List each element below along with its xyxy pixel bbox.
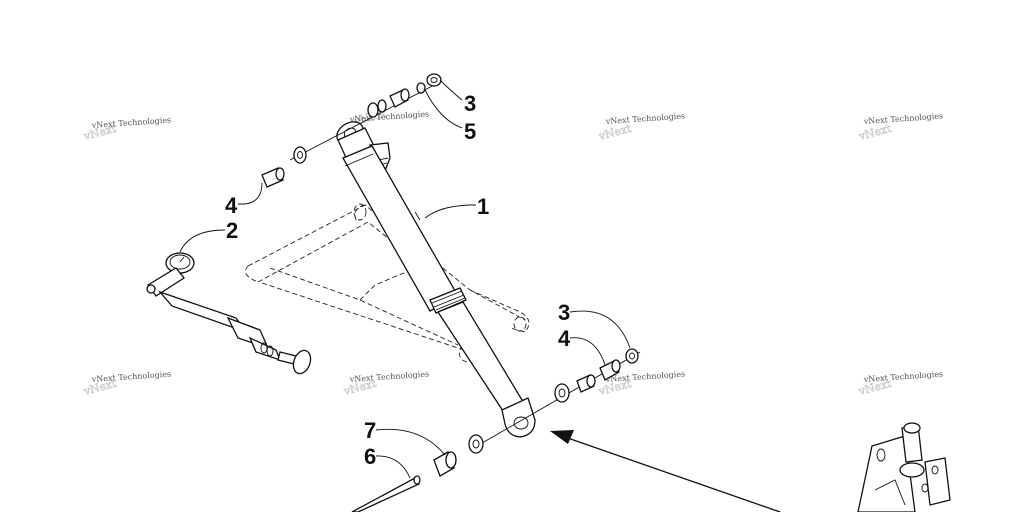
callout-7: 7 xyxy=(364,418,376,443)
svg-text:vNext Technologies: vNext Technologies xyxy=(349,369,430,384)
svg-text:vNext Technologies: vNext Technologies xyxy=(605,111,686,126)
watermark: vNext vNext Technologies xyxy=(856,369,943,398)
install-arrow xyxy=(550,430,781,512)
callouts: 3 5 1 4 2 3 4 7 6 xyxy=(225,91,571,469)
callout-3-top: 3 xyxy=(464,91,476,116)
callout-6: 6 xyxy=(364,444,376,469)
callout-4-bottom: 4 xyxy=(558,326,571,351)
svg-text:vNext Technologies: vNext Technologies xyxy=(91,115,172,130)
svg-text:vNext Technologies: vNext Technologies xyxy=(863,111,944,126)
callout-5: 5 xyxy=(464,119,476,144)
svg-text:vNext Technologies: vNext Technologies xyxy=(349,109,430,124)
knuckle-fragment xyxy=(857,422,951,512)
callout-2: 2 xyxy=(226,218,238,243)
watermark: vNext vNext Technologies xyxy=(81,115,171,143)
callout-3-bottom: 3 xyxy=(558,300,570,325)
watermarks: vNext vNext Technologies vNext vNext Tec… xyxy=(81,106,943,398)
top-hardware xyxy=(261,73,442,188)
a-arm-phantom xyxy=(245,203,530,363)
watermark: vNext vNext Technologies xyxy=(341,369,429,398)
callout-4-left: 4 xyxy=(225,193,238,218)
watermark: vNext vNext Technologies xyxy=(81,369,171,398)
bottom-hardware xyxy=(351,348,641,512)
watermark: vNext vNext Technologies xyxy=(856,111,943,143)
shock-absorber xyxy=(336,121,536,438)
leader-lines xyxy=(179,79,631,479)
watermark: vNext vNext Technologies xyxy=(596,111,685,143)
svg-text:vNext Technologies: vNext Technologies xyxy=(91,369,172,384)
callout-1: 1 xyxy=(477,194,489,219)
svg-text:vNext Technologies: vNext Technologies xyxy=(863,369,944,384)
shock-pump xyxy=(146,252,312,375)
